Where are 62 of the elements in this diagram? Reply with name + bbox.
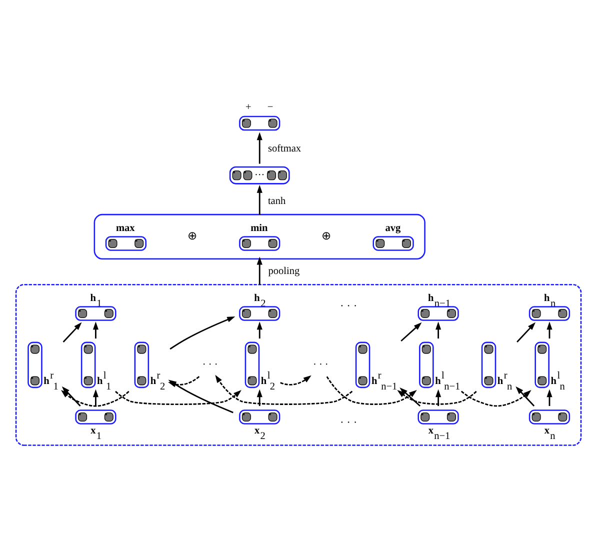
node-box <box>528 410 570 424</box>
cluster <box>94 214 426 260</box>
arrow <box>397 390 477 405</box>
node-box <box>481 342 496 388</box>
node-label: + <box>245 102 252 113</box>
node-box <box>355 342 370 388</box>
node-box <box>75 410 116 424</box>
label: ⊕ <box>321 230 332 243</box>
edge-label: pooling <box>268 266 300 278</box>
arrow <box>170 316 236 350</box>
arrow <box>256 389 262 406</box>
node-box <box>239 306 280 321</box>
node-box <box>239 410 280 424</box>
node-label: min <box>250 222 268 234</box>
arrow <box>256 256 262 285</box>
node-box <box>418 306 459 321</box>
node-text: · · · <box>202 359 218 370</box>
arrow <box>516 322 536 342</box>
arrow <box>256 132 262 164</box>
node-label: avg <box>385 222 401 234</box>
arrow <box>326 376 417 405</box>
node-label: − <box>267 102 274 113</box>
label: · · · <box>340 300 358 313</box>
node-box <box>244 342 260 388</box>
arrow <box>400 388 421 407</box>
node-box <box>418 410 459 424</box>
node-box <box>134 342 150 388</box>
arrow <box>92 322 99 339</box>
arrow <box>62 386 81 406</box>
node-box <box>534 342 550 388</box>
node-box <box>419 342 434 388</box>
node-box <box>239 236 280 251</box>
node-box <box>105 236 146 251</box>
cluster <box>15 284 582 446</box>
arrow <box>516 386 535 406</box>
arrow <box>436 322 442 339</box>
node-box <box>28 342 42 388</box>
arrow <box>400 322 422 342</box>
node-box <box>75 306 116 321</box>
arrow <box>115 390 242 406</box>
arrow <box>546 322 552 339</box>
arrow <box>92 389 99 406</box>
edge-label: tanh <box>268 196 286 208</box>
node-label: max <box>116 222 135 234</box>
node-box <box>528 306 570 321</box>
arrow <box>60 390 130 407</box>
edge-label: softmax <box>268 143 302 154</box>
arrow <box>256 184 262 215</box>
arrow <box>546 389 552 406</box>
arrow <box>460 390 532 407</box>
arrow <box>436 389 442 406</box>
label: ⊕ <box>188 230 198 243</box>
node-box <box>239 116 280 131</box>
arrow <box>256 322 262 339</box>
arrow <box>62 322 82 342</box>
arrow <box>215 374 353 405</box>
node-box <box>372 236 414 251</box>
node-text: · · · <box>312 359 328 370</box>
node-box: ··· <box>229 166 290 184</box>
label: · · · <box>340 416 358 429</box>
node-box <box>80 342 96 388</box>
arrow <box>280 375 312 386</box>
